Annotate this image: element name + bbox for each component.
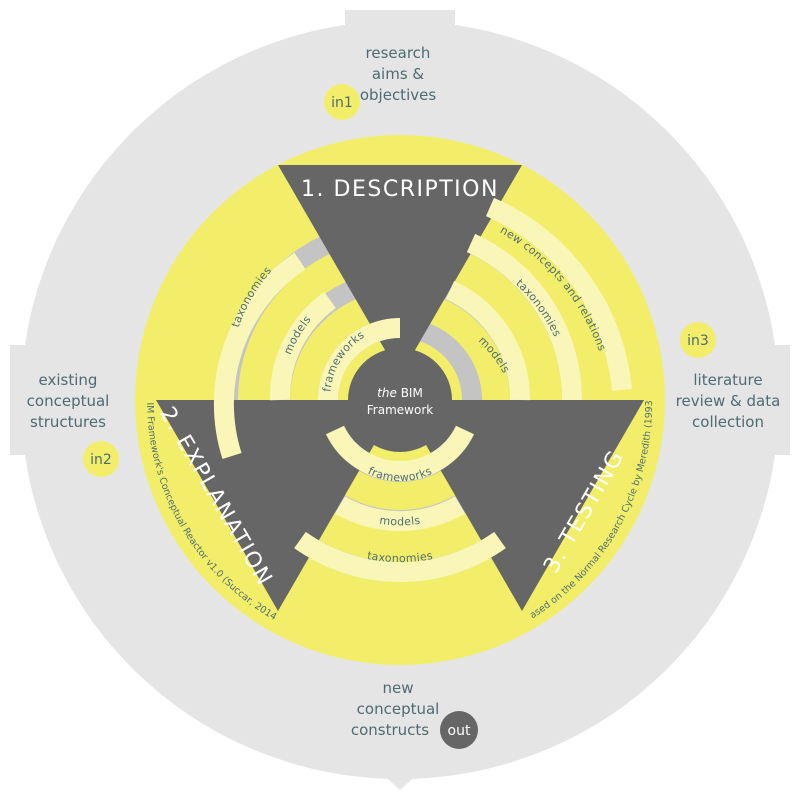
- in1-line3: objectives: [360, 86, 436, 104]
- in1-badge: [324, 84, 360, 120]
- input-in2: existing conceptual structures in2: [27, 371, 119, 477]
- in2-line2: conceptual: [27, 392, 110, 410]
- sector-description: [278, 165, 522, 376]
- label-frameworks-bottom: frameworks: [366, 464, 434, 484]
- band-frameworks-left: [318, 318, 401, 401]
- out-badge: [440, 711, 478, 749]
- in3-line3: collection: [692, 413, 764, 431]
- light-bands: [213, 197, 632, 583]
- out-line2: conceptual: [357, 700, 440, 718]
- label-models-bottom: models: [379, 514, 421, 529]
- label-taxonomies-bottom: taxonomies: [366, 549, 434, 565]
- band-taxonomies-left: [213, 252, 306, 460]
- in2-line1: existing: [39, 371, 98, 389]
- band-frameworks-bottom: [325, 425, 475, 481]
- center-label-line1: the BIM: [377, 386, 423, 400]
- band-new-concepts: [485, 197, 632, 391]
- in1-badge-label: in1: [331, 95, 353, 111]
- in2-line3: structures: [30, 413, 106, 431]
- in3-line1: literature: [693, 371, 762, 389]
- out-line3: constructs: [351, 721, 429, 739]
- center-label-line2: Framework: [367, 403, 433, 417]
- out-badge-label: out: [448, 723, 471, 739]
- in2-badge-label: in2: [90, 452, 112, 468]
- in3-badge: [680, 322, 716, 358]
- in2-badge: [83, 441, 119, 477]
- center-hub: [348, 348, 452, 452]
- in3-badge-label: in3: [687, 333, 709, 349]
- band-taxonomies-bottom: [294, 531, 506, 583]
- input-in3: in3 literature review & data collection: [676, 322, 781, 431]
- out-line1: new: [382, 679, 413, 697]
- sector-title-description: 1. DESCRIPTION: [301, 177, 499, 202]
- in1-line1: research: [366, 44, 431, 62]
- input-in1: research aims & objectives in1: [324, 44, 436, 120]
- band-taxonomies-right: [466, 233, 583, 401]
- output-arrow-bottom: [305, 640, 495, 790]
- band-models-left: [269, 291, 337, 401]
- output-out: new conceptual constructs out: [351, 679, 478, 749]
- band-models-bottom: [335, 496, 465, 532]
- in3-line2: review & data: [676, 392, 781, 410]
- band-models-right: [445, 280, 531, 401]
- in1-line2: aims &: [372, 65, 425, 83]
